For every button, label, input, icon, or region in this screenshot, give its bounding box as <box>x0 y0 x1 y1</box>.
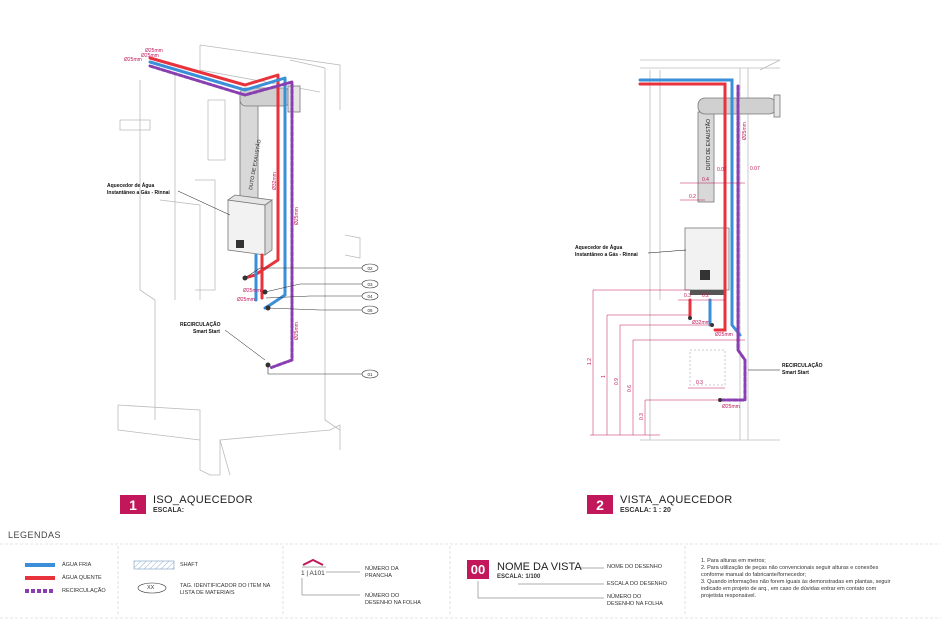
vista-dim-0-2b: 0.2 <box>702 293 709 299</box>
iso-dimensions: Ø25mm Ø25mm Ø25mm Ø32mm Ø25mm Ø25mm Ø25m… <box>124 48 300 340</box>
legend-ann-num-2: DESENHO NA FOLHA <box>607 601 663 607</box>
note-line: conforme manual do fabricante/fornecedor… <box>701 572 807 578</box>
legend-view-scale: ESCALA: 1/100 <box>497 574 541 580</box>
vista-heater <box>684 227 730 295</box>
vista-dim-1-2: 1.2 <box>587 358 593 365</box>
vista-heater-label-1: Aquecedor de Água <box>575 244 622 251</box>
vista-dim-0-2a: 0.2 <box>689 194 696 200</box>
iso-labels: Aquecedor de Água Instantâneo a Gás - Ri… <box>107 182 266 361</box>
vista-dim-0-3b: 0.3 <box>696 380 703 386</box>
legend-sheet-ref: 1 | A101 <box>301 570 325 577</box>
iso-dim-top-2: Ø25mm <box>141 53 159 59</box>
legend-sheet-num-2: PRANCHA <box>365 573 392 579</box>
vista-pipes <box>638 78 747 402</box>
vista-pipe-a: Ø25mm <box>742 122 748 140</box>
vista-recirc-label-1: RECIRCULAÇÃO <box>782 362 823 369</box>
iso-dim-low-1: Ø25mm <box>243 288 261 294</box>
iso-pipe-cold <box>148 60 287 310</box>
vista-dim-0-3a: 0.3 <box>684 293 691 299</box>
legend-cold-label: ÁGUA FRIA <box>62 562 92 568</box>
vista-pipe-hot <box>638 82 727 332</box>
note-line: 2. Para utilização de peças não convenci… <box>701 565 879 571</box>
vista-view: DUTO DE EXAUSTÃO <box>575 59 823 441</box>
vista-pipe-cold <box>638 78 742 337</box>
vista-dim-0-4: 0.4 <box>702 177 709 183</box>
note-line: 3. Quando informações não forem iguais à… <box>701 579 891 585</box>
note-line: indicado em projeto de arq., em caso de … <box>701 586 877 592</box>
iso-tag-1: 02 <box>367 266 373 271</box>
legend-title: LEGENDAS <box>8 530 62 540</box>
view-2-badge: 2 <box>587 495 613 514</box>
vista-dims: 0.4 0.07 0.07 0.2 0.3 0.2 0.3 1.2 1 0.9 … <box>587 122 760 420</box>
vista-pipe-d: Ø25mm <box>722 404 740 410</box>
legend-symbols <box>25 558 604 599</box>
iso-tag-4: 05 <box>367 308 373 313</box>
iso-dim-low-3: Ø25mm <box>294 322 300 340</box>
legend-sheet-marker <box>302 558 324 566</box>
view-1-title: ISO_AQUECEDOR <box>153 494 253 506</box>
vista-heater-label-2: Instantâneo a Gás - Rinnai <box>575 252 638 258</box>
view-2-scale: ESCALA: 1 : 20 <box>620 507 671 514</box>
iso-tag-5: 01 <box>367 372 373 377</box>
vista-recirc-label-2: Smart Start <box>782 370 809 376</box>
iso-recirc-label-2: Smart Start <box>193 329 220 335</box>
legend-notes: 1. Para alturas em metros; 2. Para utili… <box>701 558 939 600</box>
legend-tag-text-2: LISTA DE MATERIAIS <box>180 590 235 596</box>
legend-tag-symbol-text: XX <box>147 585 155 591</box>
vista-duct-label: DUTO DE EXAUSTÃO <box>705 119 712 170</box>
vista-pipe-b: Ø32mm <box>692 320 710 326</box>
legend-view-name: NOME DA VISTA <box>497 561 582 573</box>
iso-dim-pipe-2: Ø25mm <box>294 207 300 225</box>
view-1-scale: ESCALA: <box>153 507 185 514</box>
legend-hot-label: ÁGUA QUENTE <box>62 575 102 581</box>
view-2-title: VISTA_AQUECEDOR <box>620 494 733 506</box>
iso-dim-top-1: Ø25mm <box>145 48 163 54</box>
iso-heater-label-1: Aquecedor de Água <box>107 182 154 189</box>
iso-heater-label-2: Instantâneo a Gás - Rinnai <box>107 190 170 196</box>
legend-shaft-swatch <box>133 560 175 570</box>
legend-sheet-num-1: NÚMERO DA <box>365 566 399 572</box>
iso-heater <box>226 194 274 256</box>
vista-dim-0-07a: 0.07 <box>717 167 727 173</box>
legend-tag-text-1: TAG. IDENTIFICADOR DO ITEM NA <box>180 583 271 589</box>
iso-tags <box>244 263 379 379</box>
vista-pipe-recirc <box>718 84 747 402</box>
iso-pipe-recirc <box>148 64 294 370</box>
legend-frame <box>0 543 941 619</box>
vista-dim-lines <box>590 182 745 436</box>
iso-tag-2: 03 <box>367 282 373 287</box>
legend-recirc-label: RECIRCULAÇÃO <box>62 588 106 594</box>
legend-ann-num-1: NÚMERO DO <box>607 594 642 600</box>
note-line: 1. Para alturas em metros; <box>701 558 766 564</box>
vista-dim-0-07b: 0.07 <box>750 166 760 172</box>
vista-dim-0-6: 0.6 <box>627 385 633 392</box>
legend-ann-scale: ESCALA DO DESENHO <box>607 581 667 587</box>
view-1-badge: 1 <box>120 495 146 514</box>
vista-dim-1: 1 <box>601 375 607 378</box>
vista-pipe-c: Ø25mm <box>715 332 733 338</box>
vista-walls <box>640 59 781 441</box>
iso-dim-top-3: Ø25mm <box>124 57 142 63</box>
legend-shaft-label: SHAFT <box>180 562 199 568</box>
vista-dim-0-3c: 0.3 <box>639 413 645 420</box>
iso-walls <box>117 44 361 476</box>
legend-tag-symbol <box>137 582 167 594</box>
vista-dim-0-9: 0.9 <box>614 378 620 385</box>
legend-ann-name: NOME DO DESENHO <box>607 564 663 570</box>
note-line: projetista responsável. <box>701 593 757 599</box>
legend-view-badge: 00 <box>467 560 489 579</box>
iso-dim-low-2: Ø25mm <box>237 297 255 303</box>
legend-draw-num-1: NÚMERO DO <box>365 593 400 599</box>
iso-dim-pipe-1: Ø32mm <box>272 172 278 190</box>
legend-draw-num-2: DESENHO NA FOLHA <box>365 600 421 606</box>
iso-view: DUTO DE EXAUSTÃO Ø25mm Ø25mm Ø25mm Ø3 <box>107 44 379 476</box>
iso-recirc-label-1: RECIRCULAÇÃO <box>180 321 221 328</box>
vista-labels: Aquecedor de Água Instantâneo a Gás - Ri… <box>575 244 823 376</box>
iso-tag-3: 04 <box>367 294 373 299</box>
iso-pipe-hot <box>148 56 280 280</box>
